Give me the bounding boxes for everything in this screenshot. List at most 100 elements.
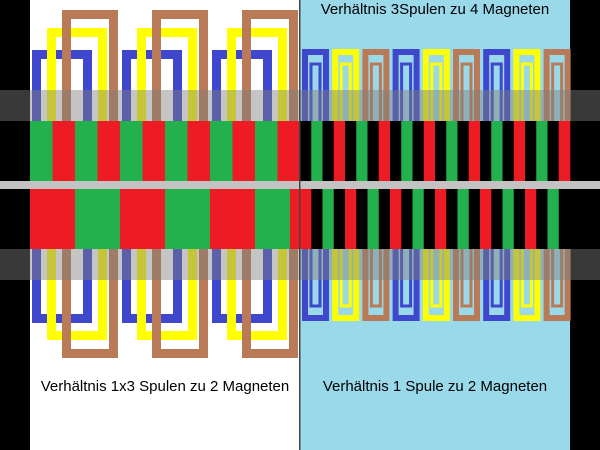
right-lower-magnet [390,189,402,249]
right-lower-magnet [502,189,515,249]
right-lower-coil [513,249,541,321]
left-lower-coil-brown [152,248,208,358]
left-upper-magnet [120,121,143,181]
left-upper-magnet [165,121,188,181]
label-1-coil-2-magnets: Verhältnis 1 Spule zu 2 Magneten [322,378,548,395]
right-lower-coil [302,249,329,321]
right-upper-magnet [401,121,413,181]
right-lower-coil-inner [551,249,564,308]
right-lower-magnet [311,189,323,249]
right-upper-coil [362,49,390,121]
right-lower-magnet [536,189,548,249]
right-upper-coil [422,49,450,121]
left-upper-magnet [30,121,53,181]
right-upper-magnet [547,121,560,181]
right-upper-magnet [491,121,503,181]
right-lower-magnet [446,189,458,249]
right-upper-magnet [446,121,458,181]
left-upper-magnet [232,121,256,181]
left-lower-coil-brown [62,248,118,358]
left-upper-magnet [75,121,98,181]
right-upper-magnet [468,121,481,181]
left-upper-coil-brown [242,10,298,125]
right-lower-magnet [513,189,526,249]
right-upper-coil-inner [520,62,533,121]
right-upper-coil [392,49,420,121]
right-upper-magnet [480,121,492,181]
right-upper-coil [453,49,480,121]
right-lower-magnet [356,189,368,249]
right-upper-magnet [356,121,368,181]
left-lower-magnet [165,189,211,249]
right-upper-magnet [558,121,571,181]
right-lower-magnet [333,189,346,249]
right-lower-coil [483,249,511,321]
right-upper-magnet [502,121,515,181]
right-lower-coil-inner [309,249,322,308]
right-lower-magnet [378,189,391,249]
right-upper-magnet [378,121,391,181]
right-lower-magnet [457,189,470,249]
right-upper-magnet [300,121,312,181]
right-lower-magnet [480,189,492,249]
right-upper-coil [483,49,511,121]
right-upper-coil [513,49,541,121]
left-upper-magnet [255,121,278,181]
right-lower-coil [543,249,571,321]
left-upper-coil-brown [152,10,208,125]
left-upper-magnet [210,121,233,181]
right-lower-coil [392,249,420,321]
right-lower-magnet [345,189,357,249]
right-lower-coil [332,249,360,321]
right-lower-coil-inner [460,249,473,308]
left-lower-coil-brown [242,248,298,358]
left-upper-magnet [52,121,76,181]
right-lower-coil-inner [339,249,352,308]
right-lower-magnet [491,189,503,249]
right-upper-magnet [435,121,447,181]
right-upper-coil-inner [460,62,473,121]
right-lower-magnet [423,189,436,249]
panel-divider [299,0,301,450]
right-lower-magnet [525,189,537,249]
right-upper-magnet [333,121,346,181]
right-lower-magnet [401,189,413,249]
right-upper-coil-inner [490,62,503,121]
right-upper-coil-inner [309,62,322,121]
left-upper-magnet [142,121,166,181]
right-upper-coil [543,49,571,121]
right-upper-coil [332,49,360,121]
right-lower-coil-inner [520,249,533,308]
right-lower-coil [453,249,480,321]
right-lower-coil [362,249,390,321]
right-upper-magnet [412,121,425,181]
right-lower-coil-inner [400,249,413,308]
left-upper-coil-yellow [227,28,287,125]
left-upper-magnet [187,121,211,181]
left-lower-magnet [120,189,166,249]
right-lower-magnet [367,189,380,249]
right-upper-magnet [390,121,402,181]
right-upper-coil [302,49,329,121]
right-upper-coil-inner [430,62,443,121]
left-lower-coil-yellow [47,248,107,340]
label-1x3-coils-2-magnets: Verhältnis 1x3 Spulen zu 2 Magneten [40,378,290,395]
right-upper-magnet [513,121,526,181]
right-upper-magnet [345,121,357,181]
right-lower-magnet [435,189,447,249]
right-upper-magnet [536,121,548,181]
label-3-coils-4-magnets: Verhältnis 3Spulen zu 4 Magneten [320,1,550,18]
left-upper-coil-yellow [47,28,107,125]
right-upper-coil-inner [400,62,413,121]
left-lower-magnet [75,189,121,249]
right-upper-coil-inner [339,62,352,121]
right-lower-magnet [468,189,481,249]
left-lower-coil-yellow [227,248,287,340]
right-lower-coil-inner [430,249,443,308]
left-lower-coil-yellow [137,248,197,340]
right-upper-magnet [322,121,335,181]
right-lower-coil [422,249,450,321]
right-lower-magnet [322,189,335,249]
left-lower-edge-magnet [290,189,300,249]
